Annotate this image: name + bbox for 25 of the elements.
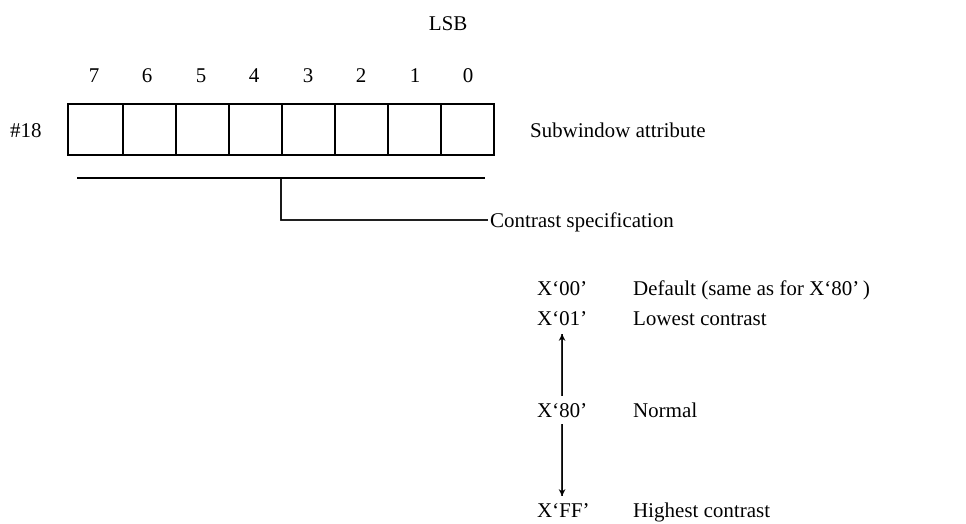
- value-description: Lowest contrast: [633, 306, 767, 330]
- value-description: Normal: [633, 398, 698, 422]
- callout-text: Contrast specification: [490, 208, 750, 232]
- hex-code: X‘00’: [537, 276, 588, 300]
- bit-number: 2: [356, 63, 366, 87]
- hex-code: X‘01’: [537, 306, 588, 330]
- register-name: Subwindow attribute: [530, 118, 706, 142]
- bit-number: 1: [410, 63, 420, 87]
- arrow: [558, 334, 566, 396]
- bit-number: 7: [88, 63, 100, 87]
- bit-number: 5: [196, 63, 206, 87]
- bit-number: 6: [142, 63, 152, 87]
- hex-code: X‘80’: [537, 398, 588, 422]
- register-address: #18: [10, 118, 42, 142]
- bit-number: 4: [248, 63, 260, 87]
- hex-code: X‘FF’: [537, 498, 590, 522]
- arrow: [558, 424, 566, 496]
- register-box: [67, 103, 495, 156]
- bracket-line: [77, 177, 485, 179]
- bit-number: 0: [462, 63, 474, 87]
- bit-label: LSB: [428, 11, 468, 35]
- value-description: Highest contrast: [633, 498, 770, 522]
- value-description: Default (same as for X‘80’ ): [633, 276, 870, 300]
- leader-line: [280, 179, 488, 221]
- bit-number: 3: [302, 63, 314, 87]
